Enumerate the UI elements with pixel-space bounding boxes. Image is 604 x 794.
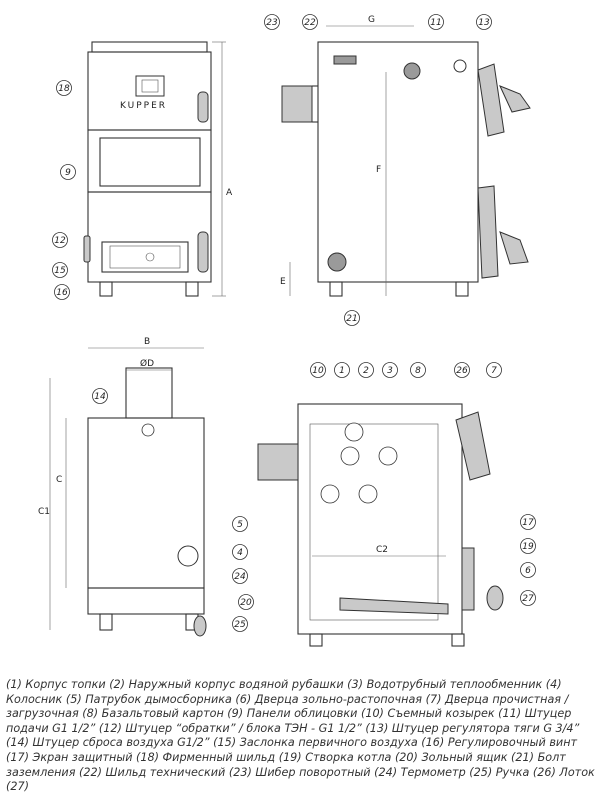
callout-number: 7 [491,366,497,376]
callout-4: 4 [232,544,248,560]
grate [339,597,449,615]
brand-label: KUPPER [120,101,167,111]
callout-number: 8 [415,366,421,376]
callout-number: 18 [58,84,70,94]
dimension-a-label: A [226,188,233,198]
callout-number: 15 [54,266,66,276]
callout-number: 25 [234,620,246,630]
callout-number: 16 [56,288,68,298]
dimension-b-label: B [144,337,150,347]
back-view: B ØD C C1 [38,337,207,637]
flue-gate [281,85,313,123]
callout-number: 11 [430,18,441,28]
callout-number: 13 [478,18,490,28]
callout-number: 23 [266,18,278,28]
callout-20: 20 [238,594,254,610]
flue-collector [257,443,299,481]
callout-25: 25 [232,616,248,632]
ash-door-section [461,547,475,611]
callout-27: 27 [520,590,536,606]
callout-23: 23 [264,14,280,30]
boiler-technical-drawing: KUPPER A [38,14,536,647]
callout-21: 21 [344,310,360,326]
callout-11: 11 [428,14,444,30]
callout-26: 26 [454,362,470,378]
callout-13: 13 [476,14,492,30]
dimension-c-label: C [56,475,62,485]
ash-door [101,241,189,273]
draft-fitting [453,59,467,73]
dimension-e-label: E [280,277,286,287]
return-fitting [327,252,347,272]
callout-number: 26 [456,366,468,376]
legend-text: (1) Корпус топки (2) Наружный корпус вод… [6,678,598,794]
loading-door [455,411,491,481]
dimension-c2-label: C2 [376,545,388,555]
callout-number: 1 [339,366,345,376]
callout-number: 27 [522,594,534,604]
dimension-c1-label: C1 [38,507,50,517]
callout-6: 6 [520,562,536,578]
callout-5: 5 [232,516,248,532]
callout-17: 17 [520,514,536,530]
callout-16: 16 [54,284,70,300]
legend-text-content: (1) Корпус топки (2) Наружный корпус вод… [6,678,595,794]
dimension-f-label: F [376,165,381,175]
front-view: KUPPER A [83,41,233,297]
door-hinge [197,91,209,123]
callout-number: 24 [234,572,246,582]
callout-2: 2 [358,362,374,378]
nameplate-icon [135,75,165,97]
dimension-g-label: G [368,15,375,25]
callout-number: 20 [240,598,252,608]
callout-number: 22 [304,18,316,28]
callout-number: 2 [363,366,369,376]
callout-24: 24 [232,568,248,584]
callout-19: 19 [520,538,536,554]
callout-number: 5 [237,520,243,530]
callout-14: 14 [92,388,108,404]
callout-number: 4 [237,548,243,558]
dimension-d-label: ØD [140,358,154,369]
callout-22: 22 [302,14,318,30]
thermometer-icon [177,545,199,567]
callout-number: 6 [525,566,531,576]
callout-number: 21 [346,314,357,324]
handle-icon [193,615,207,637]
callout-number: 3 [387,366,393,376]
tech-plate [333,55,357,65]
callout-number: 10 [312,366,324,376]
flue-pipe [125,367,173,419]
section-view: C2 [257,403,504,647]
callout-8: 8 [410,362,426,378]
callout-number: 19 [522,542,534,552]
callout-12: 12 [52,232,68,248]
callout-1: 1 [334,362,350,378]
callout-10: 10 [310,362,326,378]
callout-9: 9 [60,164,76,180]
callout-18: 18 [56,80,72,96]
callout-number: 9 [65,168,71,178]
callout-3: 3 [382,362,398,378]
callout-number: 12 [54,236,66,246]
callout-7: 7 [486,362,502,378]
callout-number: 14 [94,392,106,402]
side-view: G F E [280,15,531,297]
callout-15: 15 [52,262,68,278]
supply-fitting [403,62,421,80]
callout-number: 17 [522,518,534,528]
